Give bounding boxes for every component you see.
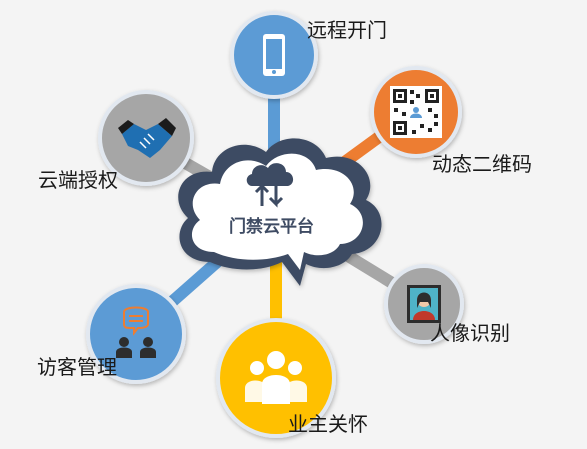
people-group-icon xyxy=(245,351,307,404)
hub-cloud-inner xyxy=(191,153,363,270)
handshake-icon xyxy=(118,118,176,158)
qr-code-icon xyxy=(390,86,442,138)
label-remote-open: 远程开门 xyxy=(307,18,387,42)
visitor-chat-icon xyxy=(116,306,156,358)
label-face-recognition: 人像识别 xyxy=(430,321,510,345)
node-cloud-auth xyxy=(98,90,194,186)
node-visitor-management xyxy=(86,284,186,384)
node-face-recognition xyxy=(384,264,464,344)
label-owner-care: 业主关怀 xyxy=(288,412,368,436)
hub-cloud xyxy=(178,138,382,286)
hub-label: 门禁云平台 xyxy=(229,217,314,237)
portrait-icon xyxy=(407,285,441,323)
node-remote-open xyxy=(230,11,318,99)
node-visitor-management-circle xyxy=(86,284,186,384)
label-cloud-auth: 云端授权 xyxy=(38,168,118,192)
label-dynamic-qr: 动态二维码 xyxy=(432,152,532,176)
node-dynamic-qr xyxy=(370,66,462,158)
node-owner-care xyxy=(216,318,336,438)
cloud-sync-icon xyxy=(246,163,294,208)
label-visitor-management: 访客管理 xyxy=(37,355,117,379)
mobile-phone-icon xyxy=(263,34,285,76)
